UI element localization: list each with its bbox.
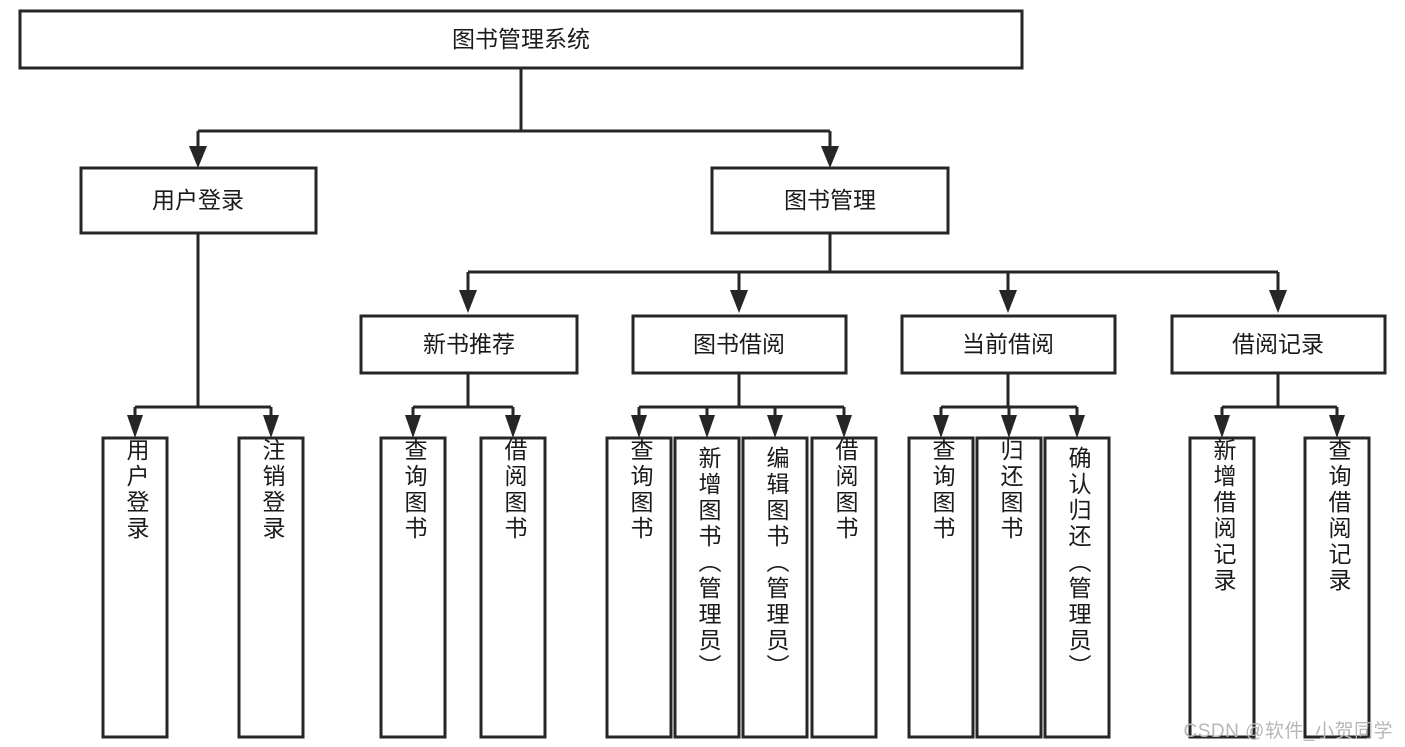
arrowhead-current-borrow: [999, 290, 1017, 313]
arrowhead-book-borrow: [730, 290, 748, 313]
node-label-book-manage: 图书管理: [784, 187, 876, 213]
node-box-leaf-query-book-1[interactable]: [379, 436, 447, 739]
node-box-leaf-confirm-return-admin[interactable]: [1043, 436, 1111, 739]
node-box-user-login[interactable]: [79, 166, 318, 235]
arrowhead-leaf-query-book-2: [631, 415, 647, 438]
arrowhead-leaf-edit-book-admin: [767, 415, 783, 438]
node-box-leaf-add-borrow-record[interactable]: [1188, 436, 1256, 739]
arrowhead-user-login: [189, 146, 207, 168]
arrowhead-leaf-confirm-return-admin: [1069, 415, 1085, 438]
node-box-leaf-borrow-book-2[interactable]: [810, 436, 878, 739]
arrowhead-new-book-recommend: [459, 290, 477, 313]
connector-group-current-borrow-to-leaves: [933, 373, 1085, 438]
arrowhead-leaf-query-book-3: [933, 415, 949, 438]
arrowhead-leaf-query-borrow-record: [1329, 415, 1345, 438]
arrowhead-leaf-query-book-1: [405, 415, 421, 438]
node-box-leaf-query-book-3[interactable]: [907, 436, 975, 739]
arrowhead-book-manage: [821, 146, 839, 168]
arrowhead-leaf-borrow-book-2: [836, 415, 852, 438]
node-label-user-login: 用户登录: [152, 187, 244, 213]
node-box-leaf-return-book[interactable]: [975, 436, 1043, 739]
connector-group-book-manage-to-level3: [459, 233, 1287, 313]
connector-group-user-login-to-leaves: [127, 233, 279, 438]
arrowhead-borrow-record: [1269, 290, 1287, 313]
node-box-borrow-record[interactable]: [1170, 314, 1387, 375]
node-label-current-borrow: 当前借阅: [962, 331, 1054, 357]
node-box-leaf-borrow-book-1[interactable]: [479, 436, 547, 739]
node-label-new-book-recommend: 新书推荐: [423, 331, 515, 357]
arrowhead-leaf-user-login: [127, 415, 143, 438]
node-box-new-book-recommend[interactable]: [359, 314, 579, 375]
arrowhead-leaf-add-borrow-record: [1214, 415, 1230, 438]
connector-group-new-book-to-leaves: [405, 373, 521, 438]
connector-group-root-to-level2: [189, 68, 839, 168]
node-box-root[interactable]: [18, 9, 1024, 70]
arrowhead-leaf-logout-login: [263, 415, 279, 438]
node-label-borrow-record: 借阅记录: [1232, 331, 1324, 357]
node-box-current-borrow[interactable]: [900, 314, 1117, 375]
node-box-leaf-edit-book-admin[interactable]: [741, 436, 809, 739]
node-box-book-manage[interactable]: [710, 166, 950, 235]
node-label-book-borrow: 图书借阅: [693, 331, 785, 357]
node-box-leaf-add-book-admin[interactable]: [673, 436, 741, 739]
node-box-leaf-query-book-2[interactable]: [605, 436, 673, 739]
arrowhead-leaf-borrow-book-1: [505, 415, 521, 438]
node-box-book-borrow[interactable]: [631, 314, 848, 375]
connector-group-book-borrow-to-leaves: [631, 373, 852, 438]
connector-group-borrow-record-to-leaves: [1214, 373, 1345, 438]
node-box-leaf-user-login[interactable]: [101, 436, 169, 739]
arrowhead-leaf-return-book: [1001, 415, 1017, 438]
node-label-root: 图书管理系统: [452, 26, 590, 52]
node-box-leaf-query-borrow-record[interactable]: [1303, 436, 1371, 739]
csdn-watermark: CSDN @软件_小贺同学: [1183, 721, 1393, 742]
node-box-leaf-logout-login[interactable]: [237, 436, 305, 739]
arrowhead-leaf-add-book-admin: [699, 415, 715, 438]
